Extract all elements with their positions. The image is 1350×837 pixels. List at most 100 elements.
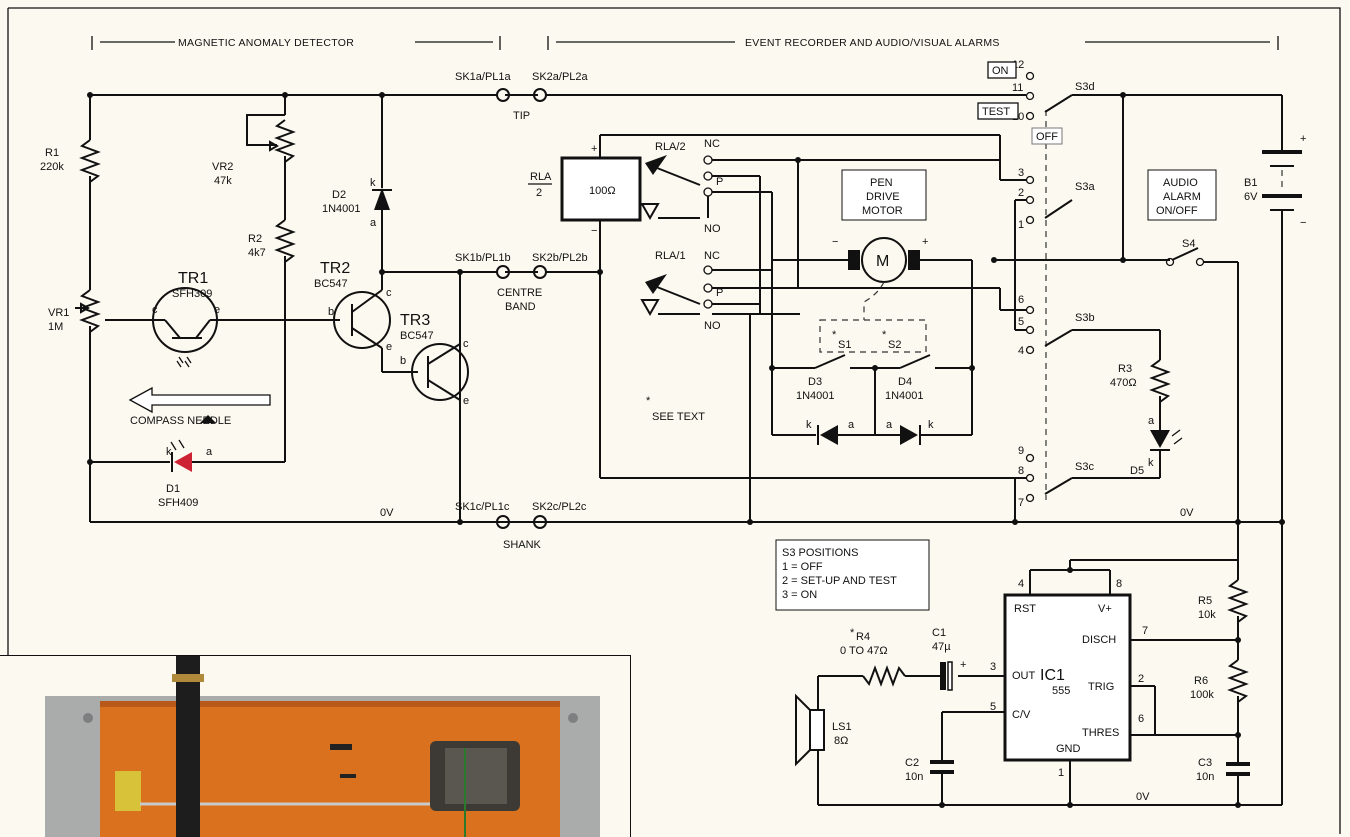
s3b-switch [999,288,1160,355]
svg-text:3: 3 [1018,167,1024,179]
svg-text:SK2c/PL2c: SK2c/PL2c [532,501,587,513]
svg-text:5: 5 [990,701,996,713]
svg-text:1N4001: 1N4001 [885,390,924,402]
svg-text:1N4001: 1N4001 [322,203,361,215]
svg-text:3 = ON: 3 = ON [782,589,817,601]
svg-text:M: M [876,253,889,270]
svg-text:C3: C3 [1198,757,1212,769]
svg-text:SK2b/PL2b: SK2b/PL2b [532,252,588,264]
section-header-right: EVENT RECORDER AND AUDIO/VISUAL ALARMS [547,36,1279,50]
svg-text:47µ: 47µ [932,641,951,653]
svg-text:*: * [882,329,887,341]
svg-text:SK1a/PL1a: SK1a/PL1a [455,71,512,83]
svg-text:−: − [591,225,597,237]
s3d-switch [1000,71,1123,121]
svg-text:8: 8 [1116,578,1122,590]
svg-text:−: − [832,236,838,248]
svg-text:2: 2 [1018,187,1024,199]
svg-text:C2: C2 [905,757,919,769]
svg-text:S1: S1 [838,339,851,351]
photo-inset [0,655,631,837]
svg-text:R4: R4 [856,631,870,643]
svg-text:*: * [850,627,855,639]
svg-text:6: 6 [1138,713,1144,725]
b1-battery [1262,150,1302,211]
svg-text:P: P [716,176,723,188]
svg-text:CENTRE: CENTRE [497,287,542,299]
svg-text:ON/OFF: ON/OFF [1156,205,1198,217]
svg-text:OUT: OUT [1012,670,1036,682]
svg-text:e: e [463,395,469,407]
svg-text:k: k [806,419,812,431]
header-right-text: EVENT RECORDER AND AUDIO/VISUAL ALARMS [745,37,1000,49]
svg-text:BC547: BC547 [400,330,434,342]
svg-text:RST: RST [1014,603,1036,615]
tr1-phototransistor [105,287,340,368]
svg-text:V+: V+ [1098,603,1112,615]
svg-text:a: a [1148,415,1155,427]
svg-text:S2: S2 [888,339,901,351]
svg-text:NO: NO [704,223,721,235]
svg-text:NC: NC [704,250,720,262]
r2-resistor [274,219,296,263]
s4-switch [1165,247,1239,572]
svg-text:GND: GND [1056,743,1081,755]
svg-text:VR2: VR2 [212,161,233,173]
svg-text:0 TO 47Ω: 0 TO 47Ω [840,645,888,657]
svg-text:SK1b/PL1b: SK1b/PL1b [455,252,511,264]
svg-text:a: a [886,419,893,431]
svg-text:4k7: 4k7 [248,247,266,259]
svg-text:TR1: TR1 [178,270,208,287]
svg-text:−: − [1300,217,1306,229]
s3c-switch [1014,453,1160,522]
connector-tip [496,88,547,102]
vr2-potentiometer [274,119,296,163]
svg-text:1M: 1M [48,321,63,333]
svg-text:AUDIO: AUDIO [1163,177,1198,189]
svg-text:c: c [386,287,392,299]
svg-text:5: 5 [1018,316,1024,328]
svg-text:SK2a/PL2a: SK2a/PL2a [532,71,589,83]
d1-infrared-led [90,439,285,472]
svg-text:R6: R6 [1194,675,1208,687]
svg-text:10n: 10n [905,771,923,783]
svg-text:D4: D4 [898,376,912,388]
svg-text:c: c [152,304,158,316]
svg-text:k: k [928,419,934,431]
svg-text:S3d: S3d [1075,81,1095,93]
svg-text:SK1c/PL1c: SK1c/PL1c [455,501,510,513]
svg-text:1N4001: 1N4001 [796,390,835,402]
svg-text:2 = SET-UP AND TEST: 2 = SET-UP AND TEST [782,575,897,587]
svg-text:9: 9 [1018,445,1024,457]
svg-text:SFH409: SFH409 [158,497,198,509]
svg-text:D3: D3 [808,376,822,388]
svg-text:e: e [214,304,220,316]
built-unit-photo [45,656,600,837]
header-left-text: MAGNETIC ANOMALY DETECTOR [178,37,354,49]
see-text-note: SEE TEXT [652,411,705,423]
svg-text:7: 7 [1142,625,1148,637]
svg-text:RLA/2: RLA/2 [655,141,686,153]
svg-text:0V: 0V [1180,507,1194,519]
svg-text:S3c: S3c [1075,461,1094,473]
svg-text:10k: 10k [1198,609,1216,621]
svg-text:11: 11 [1012,82,1023,94]
svg-text:SHANK: SHANK [503,539,542,551]
svg-text:2: 2 [536,187,542,199]
svg-text:TIP: TIP [513,110,530,122]
svg-text:C/V: C/V [1012,709,1031,721]
svg-text:ON: ON [992,65,1009,77]
rla-relay-coil [560,134,1015,479]
svg-text:R3: R3 [1118,363,1132,375]
svg-text:LS1: LS1 [832,721,852,733]
svg-text:470Ω: 470Ω [1110,377,1137,389]
svg-text:0V: 0V [380,507,394,519]
section-header-left: MAGNETIC ANOMALY DETECTOR [91,36,501,50]
svg-text:8: 8 [1018,465,1024,477]
svg-text:47k: 47k [214,175,232,187]
compass-needle-arrow [128,386,271,423]
svg-text:8Ω: 8Ω [834,735,848,747]
svg-text:10n: 10n [1196,771,1214,783]
svg-text:TRIG: TRIG [1088,681,1114,693]
